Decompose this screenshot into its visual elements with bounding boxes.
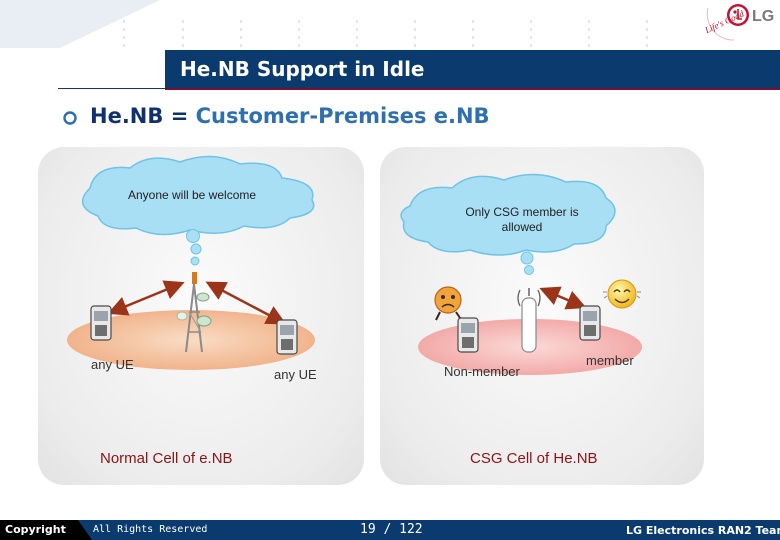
- footer-copyright-tab: [0, 520, 92, 540]
- arrow-to-right-ue: [205, 281, 287, 325]
- ring-bullet-icon: [62, 110, 78, 126]
- bullet-term: He.NB =: [90, 104, 196, 128]
- footer-copyright: Copyright: [5, 523, 66, 536]
- left-ue-label: any UE: [91, 357, 134, 372]
- right-cloud-line1: Only CSG member is: [465, 205, 579, 219]
- phone-member-icon: [579, 305, 601, 341]
- lg-logo: LG Life's Good: [700, 0, 780, 46]
- arrow-to-member: [539, 286, 587, 310]
- bullet-definition: Customer-Premises e.NB: [195, 104, 490, 128]
- csg-cell-caption: CSG Cell of He.NB: [470, 450, 598, 467]
- left-cloud-text: Anyone will be welcome: [127, 188, 257, 202]
- henb-antenna-icon: [517, 288, 541, 353]
- page-title: He.NB Support in Idle: [180, 57, 425, 81]
- title-underline: [58, 88, 165, 89]
- normal-cell-caption: Normal Cell of e.NB: [100, 450, 233, 467]
- angry-face-icon: [434, 286, 462, 321]
- enb-tower-icon: [176, 272, 212, 353]
- footer-team: LG Electronics RAN2 Team: [626, 524, 780, 537]
- phone-right-icon: [276, 319, 298, 355]
- right-cloud-line2: allowed: [501, 220, 543, 234]
- arrow-to-left-ue: [107, 280, 185, 316]
- happy-face-icon: [603, 279, 641, 309]
- right-speech-cloud: [400, 173, 616, 275]
- phone-left-icon: [90, 305, 112, 341]
- header-decoration: [0, 0, 648, 48]
- phone-nonmember-icon: [457, 317, 479, 353]
- right-ue-label: any UE: [274, 367, 317, 382]
- bullet-heading: He.NB = Customer-Premises e.NB: [90, 104, 490, 128]
- member-label: member: [586, 353, 634, 368]
- nonmember-label: Non-member: [444, 364, 520, 379]
- page-number: 19 / 122: [360, 522, 423, 537]
- footer-rights: All Rights Reserved: [93, 524, 208, 535]
- logo-text: LG: [752, 8, 774, 25]
- left-speech-cloud: [81, 155, 315, 266]
- footer-bar: [0, 520, 780, 540]
- title-bar: [165, 50, 780, 90]
- normal-cell-coverage: [67, 310, 315, 370]
